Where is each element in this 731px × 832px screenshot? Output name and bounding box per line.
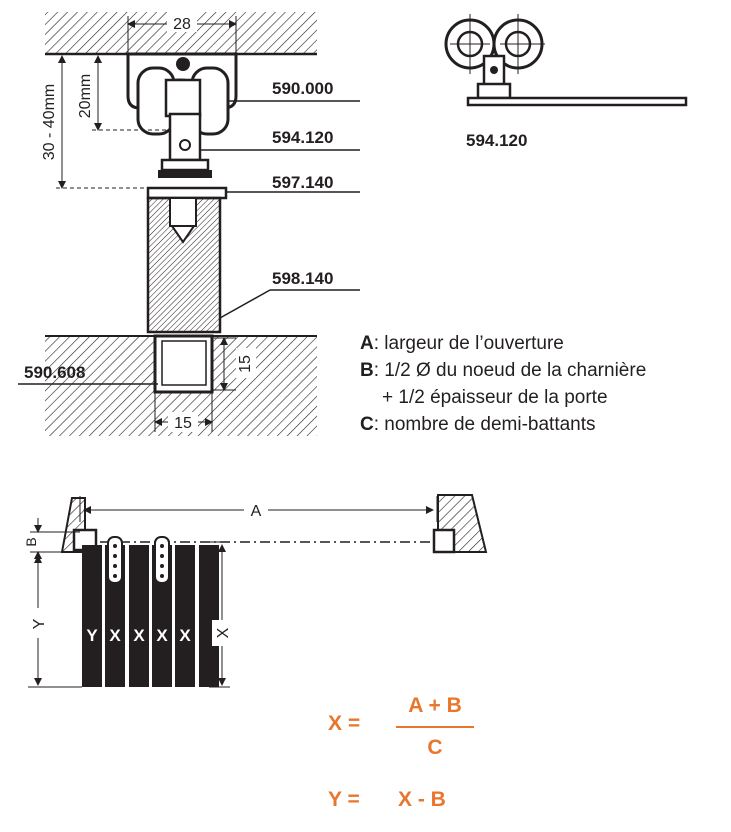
part-597140: 597.140	[272, 173, 333, 192]
dim-width-28: 28	[173, 16, 191, 33]
plan-label-Y: Y	[31, 618, 48, 629]
front-section-view: 28 20mm 30 - 40mm 15 15 590.000 594.120 …	[18, 12, 360, 436]
plan-view: A Y X X X X B	[23, 494, 488, 688]
mounting-plate	[146, 186, 228, 200]
door-panel-1	[82, 545, 102, 687]
part-590000: 590.000	[272, 79, 333, 98]
panel-letter-1: Y	[86, 626, 98, 645]
side-plate	[466, 96, 688, 107]
legend-c: C: nombre de demi-battants	[360, 414, 596, 435]
plan-label-X: X	[215, 627, 232, 638]
legend-a: A: largeur de l’ouverture	[360, 333, 564, 354]
hanger-bolt	[168, 112, 202, 162]
part-590608: 590.608	[24, 363, 85, 382]
panel-letter-3: X	[133, 626, 145, 645]
floor-hatch-right	[212, 336, 317, 436]
formula-y-rhs: X - B	[398, 788, 446, 811]
hinge-strap	[107, 536, 123, 584]
formula-x-denominator: C	[427, 736, 443, 759]
panel-letter-4: X	[156, 626, 168, 645]
dim-groove-height-15: 15	[237, 355, 254, 373]
carriage-body	[164, 78, 202, 118]
plan-label-B: B	[23, 537, 39, 546]
formula-x-lhs: X =	[328, 712, 361, 735]
door-panel-3	[129, 545, 149, 687]
dim-height-20: 20mm	[77, 74, 94, 118]
floor-hatch-left	[45, 336, 155, 436]
side-part-594120: 594.120	[466, 131, 527, 150]
plan-label-A: A	[251, 503, 262, 520]
formula-x-numerator: A + B	[408, 694, 462, 717]
door-panel-5	[175, 545, 195, 687]
dim-height-30-40: 30 - 40mm	[41, 84, 58, 160]
side-view: 594.120	[444, 14, 688, 150]
door-panel-6	[199, 545, 219, 687]
bolt-hole	[179, 139, 191, 151]
top-screw	[176, 57, 190, 71]
part-598140: 598.140	[272, 269, 333, 288]
legend-b-cont: + 1/2 épaisseur de la porte	[382, 387, 608, 408]
part-594120: 594.120	[272, 128, 333, 147]
panel-letter-2: X	[109, 626, 121, 645]
hinge-strap	[154, 536, 170, 584]
formula-y-lhs: Y =	[328, 788, 360, 811]
legend-b: B: 1/2 Ø du noeud de la charnière	[360, 360, 647, 381]
panel-letter-5: X	[179, 626, 191, 645]
side-wheel-right	[492, 18, 544, 70]
dim-groove-width-15: 15	[174, 415, 192, 432]
